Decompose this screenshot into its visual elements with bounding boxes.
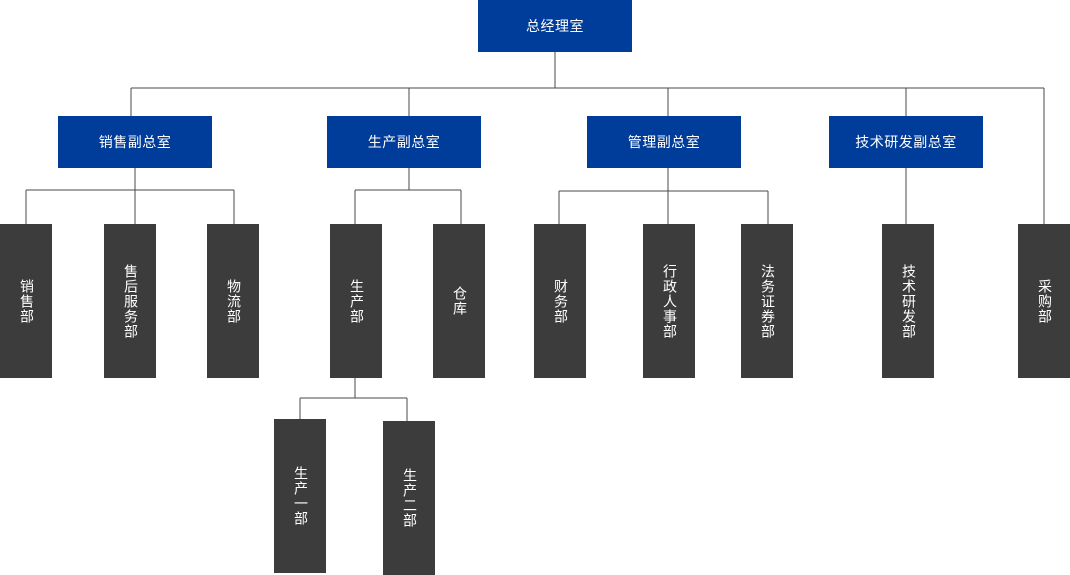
node-tech-vp: 技术研发副总室 [829,116,983,168]
node-finance: 财务部 [534,224,586,378]
node-production-vp: 生产副总室 [327,116,481,168]
node-label: 销售副总室 [98,135,172,151]
node-label: 法务证券部 [759,263,775,339]
node-label: 技术研发副总室 [855,135,957,151]
node-sales-dept: 销售部 [0,224,52,378]
node-management-vp: 管理副总室 [587,116,741,168]
node-procurement: 采购部 [1018,224,1070,378]
node-warehouse: 仓库 [433,224,485,378]
node-general-manager: 总经理室 [478,0,632,52]
node-production-dept: 生产部 [330,224,382,378]
node-label: 技术研发部 [900,263,916,339]
node-label: 销售部 [18,278,34,324]
node-rnd: 技术研发部 [882,224,934,378]
node-hr-admin: 行政人事部 [643,224,695,378]
node-label: 生产二部 [401,468,417,528]
node-label: 财务部 [552,278,568,324]
node-label: 行政人事部 [661,263,677,339]
node-legal: 法务证券部 [741,224,793,378]
node-label: 生产副总室 [367,135,441,151]
node-production-1: 生产一部 [274,419,326,573]
node-label: 管理副总室 [627,135,701,151]
node-sales-vp: 销售副总室 [58,116,212,168]
node-after-sales: 售后服务部 [104,224,156,378]
node-label: 售后服务部 [122,263,138,339]
node-label: 生产部 [348,278,364,324]
node-label: 生产一部 [292,466,308,526]
node-label: 总经理室 [526,19,584,35]
node-label: 物流部 [225,278,241,324]
node-production-2: 生产二部 [383,421,435,575]
node-logistics: 物流部 [207,224,259,378]
node-label: 采购部 [1036,278,1052,324]
node-label: 仓库 [451,286,467,316]
